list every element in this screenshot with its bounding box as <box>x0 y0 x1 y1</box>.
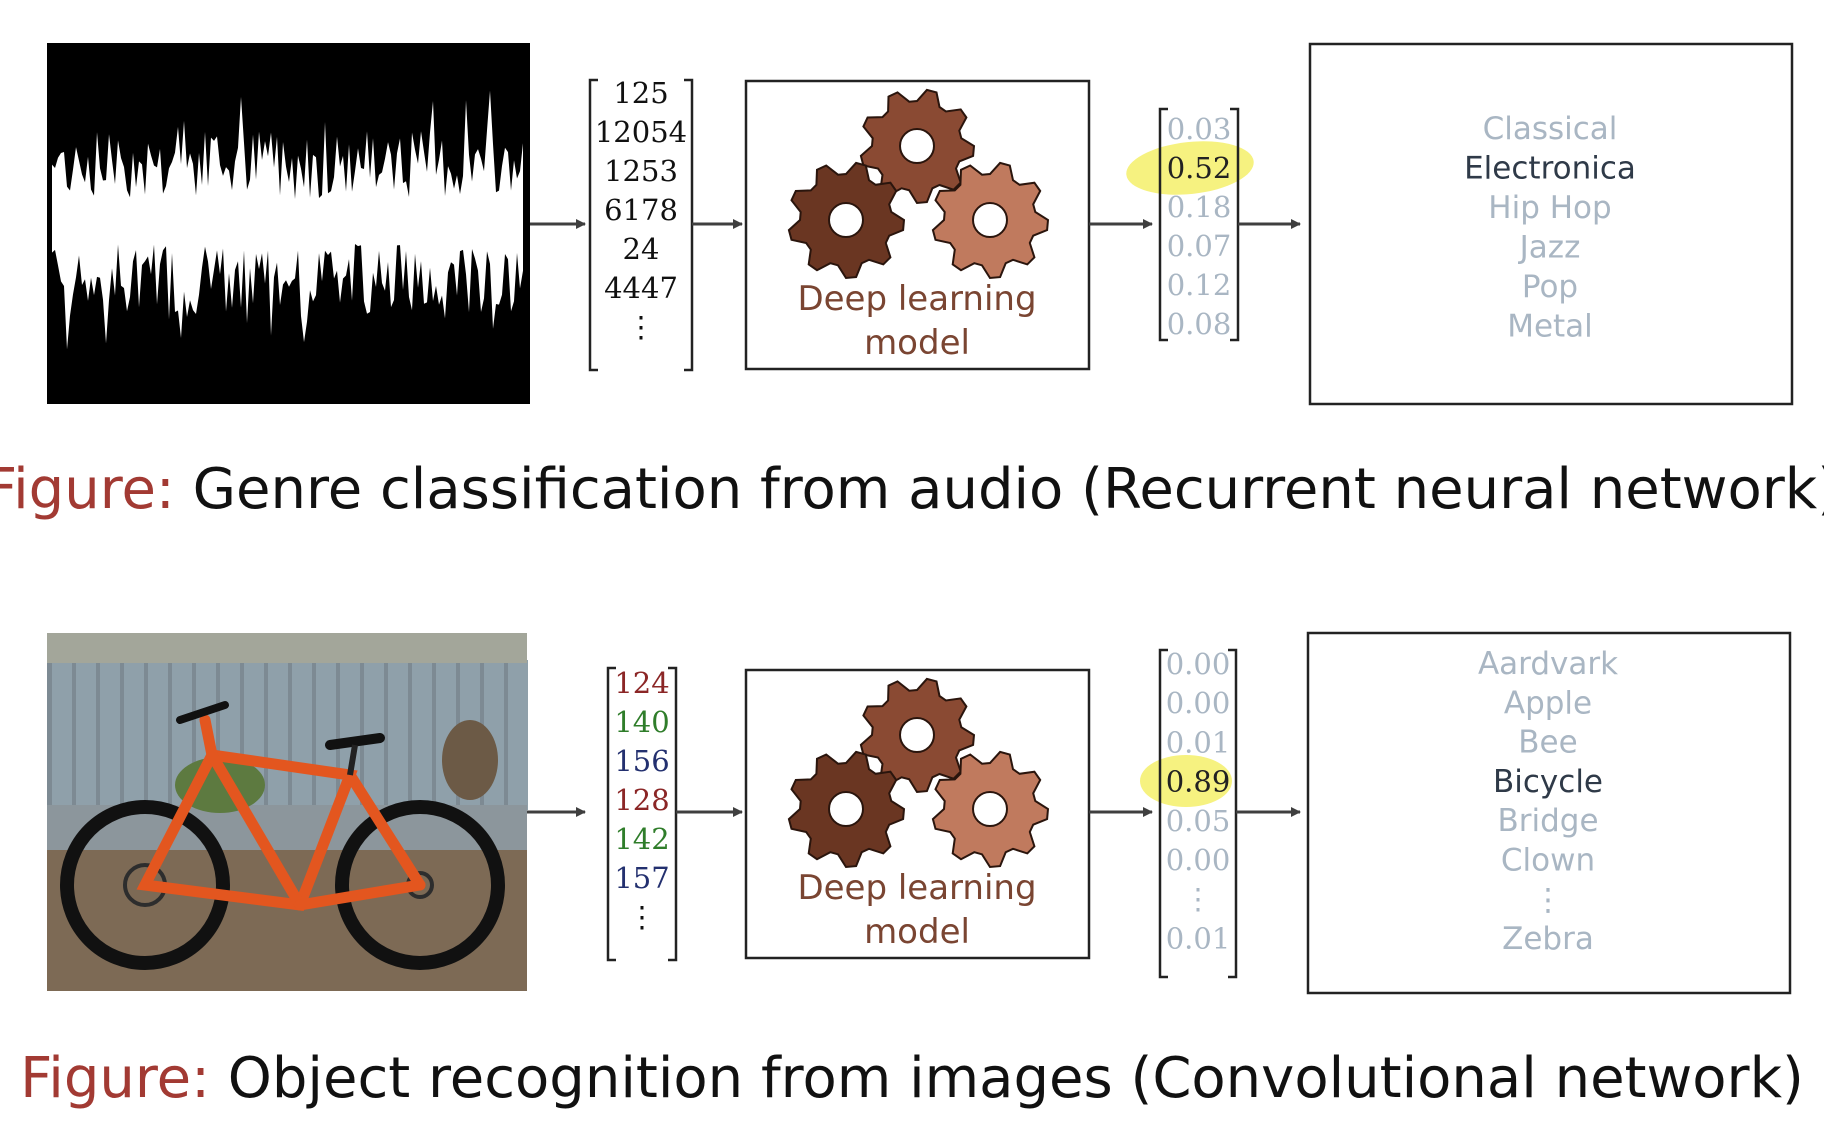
pixel-value: ⋮ <box>628 900 657 934</box>
highlight-marker <box>1140 755 1232 807</box>
fence-plank <box>76 660 96 810</box>
gears-icon <box>787 88 1050 280</box>
pixel-value: 124 <box>614 666 669 700</box>
handlebar <box>176 701 229 724</box>
probability-value: 0.01 <box>1166 725 1231 759</box>
saddle <box>325 733 385 750</box>
fence-plank <box>148 660 168 810</box>
seat-post <box>347 744 358 776</box>
caption-text: Object recognition from images (Convolut… <box>210 1046 1804 1111</box>
row-genre-classification: 125 12054 1253 6178 24 4447 ⋮ Deep learning mo… <box>0 42 1824 522</box>
class-labels-box <box>1308 42 1794 406</box>
class-label: Hip Hop <box>1488 190 1611 226</box>
input-vector-value: 125 <box>613 76 668 110</box>
probability-value: 0.01 <box>1166 921 1231 955</box>
gear-hole <box>828 202 864 238</box>
caption-prefix: Figure: <box>0 457 175 522</box>
class-label: Bee <box>1518 725 1577 761</box>
fence-plank <box>52 660 72 810</box>
probability-value: 0.05 <box>1166 804 1231 838</box>
input-vector-value: 6178 <box>604 193 678 227</box>
class-label: Bridge <box>1497 803 1598 839</box>
fence-plank <box>268 660 288 810</box>
probability-value: 0.07 <box>1167 229 1232 263</box>
class-label: Apple <box>1504 685 1592 721</box>
probability-value: 0.18 <box>1167 190 1232 224</box>
gear-hole <box>899 717 935 753</box>
audio-waveform-icon <box>52 90 523 350</box>
class-label: Metal <box>1507 309 1593 345</box>
pixel-value: 142 <box>614 822 669 856</box>
probability-highlighted: 0.52 <box>1167 151 1232 185</box>
gears-icon <box>787 677 1050 869</box>
fence-plank <box>124 660 144 810</box>
probability-value: 0.00 <box>1166 647 1231 681</box>
class-label: Pop <box>1522 269 1578 305</box>
caption-text: Genre classification from audio (Recurre… <box>175 457 1824 522</box>
model-label-line2: model <box>864 323 970 363</box>
lattice-top <box>47 633 527 663</box>
model-label-line1: Deep learning <box>797 279 1036 319</box>
input-vector-value: 1253 <box>604 154 678 188</box>
fence-planks <box>52 660 528 810</box>
probability-value: ⋮ <box>1184 882 1213 916</box>
pixel-value: 140 <box>614 705 669 739</box>
probability-highlighted: 0.89 <box>1166 765 1231 799</box>
class-label-active: Bicycle <box>1493 764 1603 800</box>
fence-plank <box>292 660 312 810</box>
caption-prefix: Figure: <box>20 1046 210 1111</box>
probability-value: 0.00 <box>1166 843 1231 877</box>
fence-plank <box>412 660 432 810</box>
class-label: Zebra <box>1502 921 1594 957</box>
class-label-active: Electronica <box>1464 151 1636 187</box>
output-probabilities-audio: 0.03 0.52 0.18 0.07 0.12 0.08 <box>1167 112 1232 341</box>
caption-object: Figure: Object recognition from images (… <box>20 1046 1804 1111</box>
tree-trunk <box>442 720 498 800</box>
input-vector-audio: 125 12054 1253 6178 24 4447 ⋮ <box>595 76 687 344</box>
input-vector-bracket <box>606 666 678 962</box>
ground <box>47 850 527 991</box>
model-label-line2: model <box>864 912 970 952</box>
probability-value: 0.03 <box>1167 112 1232 146</box>
input-vector-value: 4447 <box>604 271 678 305</box>
bicycle-photo <box>47 633 528 991</box>
model-label-line1: Deep learning <box>797 868 1036 908</box>
output-probabilities-image: 0.00 0.00 0.01 0.89 0.05 0.00 ⋮ 0.01 <box>1166 647 1231 955</box>
class-label: Classical <box>1483 111 1618 147</box>
highlight-marker <box>1126 141 1254 195</box>
probability-value: 0.12 <box>1167 268 1232 302</box>
fence-plank <box>100 660 120 810</box>
pixel-value: 157 <box>614 861 669 895</box>
fence-plank <box>388 660 408 810</box>
class-label: Aardvark <box>1478 646 1618 682</box>
pixel-value: 156 <box>614 744 669 778</box>
input-vector-value: 12054 <box>595 115 687 149</box>
input-vector-value: ⋮ <box>627 310 656 344</box>
caption-genre: Figure: Genre classification from audio … <box>0 457 1824 522</box>
class-label: Jazz <box>1518 230 1581 266</box>
gear-hole <box>899 128 935 164</box>
input-vector-pixels: 124 140 156 128 142 157 ⋮ <box>614 666 669 934</box>
class-label: Clown <box>1501 843 1595 879</box>
probability-value: 0.08 <box>1167 307 1232 341</box>
pixel-value: 128 <box>614 783 669 817</box>
fence-plank <box>316 660 336 810</box>
class-label: ⋮ <box>1533 882 1564 918</box>
input-vector-value: 24 <box>623 232 660 266</box>
fence-plank <box>508 660 528 810</box>
gear-hole <box>828 791 864 827</box>
gear-hole <box>972 202 1008 238</box>
probability-value: 0.00 <box>1166 686 1231 720</box>
gear-hole <box>972 791 1008 827</box>
bicycle-wheels <box>60 800 505 970</box>
class-labels-box <box>1306 631 1792 995</box>
